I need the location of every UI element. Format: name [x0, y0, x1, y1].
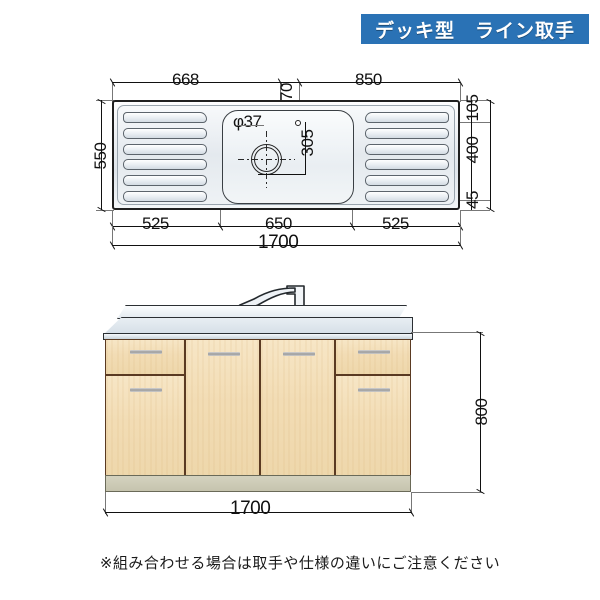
drainboard-rib: [123, 175, 207, 187]
ext-line: [112, 226, 113, 246]
base-plinth: [105, 475, 411, 492]
ext-line: [460, 210, 490, 211]
dim-label-bottom-center: 650: [265, 214, 292, 233]
dim-line-850: [299, 82, 460, 83]
handle-line: [208, 352, 240, 356]
dim-line-305: [305, 122, 306, 174]
ext-line: [112, 210, 113, 228]
banner-label: デッキ型 ライン取手: [374, 19, 575, 42]
dim-label-cabinet-height: 800: [472, 398, 491, 426]
header-banner: デッキ型 ライン取手: [361, 14, 589, 44]
ext-line: [352, 210, 353, 228]
dim-line-70: [280, 82, 299, 83]
door-right-bottom[interactable]: [335, 375, 411, 479]
drain-circle-inner: [254, 147, 279, 172]
dim-label-right-bottom: 45: [463, 191, 482, 209]
dim-line-bottom-segments: [112, 226, 460, 227]
dim-label-top-right: 850: [355, 70, 382, 89]
drawer-left-top[interactable]: [105, 339, 185, 375]
dim-line-1700: [112, 245, 460, 246]
sink-plan-view: 668 70 850 550: [0, 0, 600, 270]
sink-outline: [112, 100, 460, 210]
ext-line: [411, 332, 483, 333]
dim-label-bottom-left: 525: [142, 214, 169, 233]
drainboard-rib: [123, 143, 207, 155]
leader-line: [236, 125, 264, 126]
drainboard-rib: [123, 159, 207, 171]
drainboard-rib: [365, 159, 449, 171]
dim-label-plan-total-width: 1700: [258, 232, 299, 253]
handle-line: [130, 350, 162, 354]
faucet-hole-icon: [295, 120, 301, 126]
cabinet-elevation-view: 800 1700: [0, 270, 600, 540]
dim-label-drain-diameter: φ37: [233, 112, 262, 131]
dim-label-bowl-depth: 305: [298, 129, 317, 157]
door-center-left[interactable]: [185, 339, 260, 479]
ext-line: [460, 210, 461, 228]
dim-line-800: [480, 332, 481, 492]
ext-line: [460, 226, 461, 246]
dim-label-left-height: 550: [91, 142, 110, 170]
ext-line: [460, 122, 490, 123]
drainboard-rib: [365, 143, 449, 155]
drainboard-right: [365, 112, 449, 202]
handle-line: [358, 350, 390, 354]
dim-line-1700-elev: [105, 512, 411, 513]
cabinet-front: [105, 339, 411, 479]
drainboard-rib: [123, 127, 207, 139]
ext-line: [220, 210, 221, 228]
sink-bowl: [222, 110, 354, 204]
handle-line: [358, 388, 390, 392]
dim-line-45: [471, 200, 472, 210]
dim-line-105: [471, 100, 472, 122]
dim-label-right-middle: 400: [463, 136, 482, 164]
door-left-bottom[interactable]: [105, 375, 185, 479]
drainboard-rib: [123, 190, 207, 202]
handle-line: [130, 388, 162, 392]
backsplash: [117, 305, 407, 319]
dim-label-top-left: 668: [172, 70, 199, 89]
dim-line-668: [112, 82, 280, 83]
ext-line: [105, 492, 106, 514]
dim-label-right-top: 105: [463, 94, 482, 122]
ext-line: [411, 492, 412, 514]
ext-line: [460, 82, 461, 102]
ext-line: [112, 82, 113, 102]
dim-label-bottom-right: 525: [382, 214, 409, 233]
drain-hole-icon: [238, 131, 295, 188]
door-center-right[interactable]: [260, 339, 335, 479]
ext-line: [460, 200, 490, 201]
handle-line: [283, 352, 315, 356]
dim-line-right-overall: [490, 100, 491, 210]
drainboard-rib: [365, 190, 449, 202]
drainboard-rib: [365, 127, 449, 139]
dim-line-305-ext: [258, 174, 306, 175]
ext-line: [96, 100, 114, 101]
drainboard-rib: [365, 175, 449, 187]
drainboard-rib: [123, 112, 207, 123]
dim-line-550: [101, 100, 102, 210]
drainboard-rib: [365, 112, 449, 123]
dim-label-cabinet-width: 1700: [230, 498, 271, 519]
drawer-right-top[interactable]: [335, 339, 411, 375]
drainboard-left: [123, 112, 207, 202]
ext-line: [411, 492, 483, 493]
ext-line: [460, 100, 490, 101]
dim-line-400: [471, 122, 472, 200]
ext-line: [280, 82, 281, 104]
footer-note: ※組み合わせる場合は取手や仕様の違いにご注意ください: [99, 554, 501, 572]
